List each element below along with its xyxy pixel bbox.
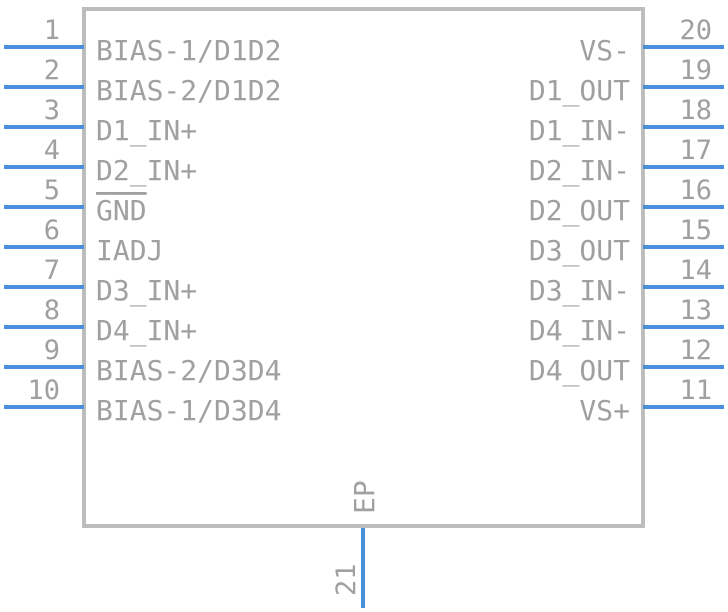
pin-number-9: 9 (44, 335, 60, 366)
pin-number-5: 5 (44, 175, 60, 206)
pin-number-13: 13 (679, 295, 712, 326)
pin-number-16: 16 (679, 175, 712, 206)
pin-number-6: 6 (44, 215, 60, 246)
pin-label-d1-out: D1_OUT (529, 74, 630, 108)
pin-number-15: 15 (679, 215, 712, 246)
pin-number-7: 7 (44, 255, 60, 286)
pin-number-8: 8 (44, 295, 60, 326)
pin-number-19: 19 (679, 55, 712, 86)
pin-number-14: 14 (679, 255, 712, 286)
ic-body (82, 7, 645, 528)
pin-label-bias-1-d3d4: BIAS-1/D3D4 (96, 394, 281, 427)
pin-label-d4-out: D4_OUT (529, 354, 630, 388)
pin-number-20: 20 (679, 15, 712, 46)
pin-label-d2-in: D2_IN+ (96, 154, 197, 188)
pin-number-10: 10 (27, 375, 60, 406)
pin-number-17: 17 (679, 135, 712, 166)
pin-number-3: 3 (44, 95, 60, 126)
pin-label-d1-in: D1_IN+ (96, 114, 197, 148)
pin-label-d3-out: D3_OUT (529, 234, 630, 268)
pin-label-bias-1-d1d2: BIAS-1/D1D2 (96, 34, 281, 67)
pin-label-d3-in: D3_IN+ (96, 274, 197, 308)
pin-label-vs: VS- (579, 34, 630, 67)
pin-label-d2-out: D2_OUT (529, 194, 630, 228)
pin-number-11: 11 (679, 375, 712, 406)
pin-label-d1-in: D1_IN- (529, 114, 630, 148)
pin-number-4: 4 (44, 135, 60, 166)
pin-label-iadj: IADJ (96, 234, 163, 267)
pin-number-12: 12 (679, 335, 712, 366)
pin-label-d4-in: D4_IN- (529, 314, 630, 348)
pin-label-bias-2-d3d4: BIAS-2/D3D4 (96, 354, 281, 387)
bottom-pin-group: EP 21 (331, 480, 381, 608)
pin-label-d3-in: D3_IN- (529, 274, 630, 308)
pin-label-bias-2-d1d2: BIAS-2/D1D2 (96, 74, 281, 107)
pin-label-vs: VS+ (579, 394, 630, 427)
pin-label-ep: EP (348, 480, 381, 514)
pin-label-d4-in: D4_IN+ (96, 314, 197, 348)
pin-label-d2-in: D2_IN- (529, 154, 630, 188)
pin-label-gnd: GND (96, 194, 147, 227)
pin-number-2: 2 (44, 55, 60, 86)
pin-number-21: 21 (331, 563, 362, 596)
pin-number-18: 18 (679, 95, 712, 126)
pin-number-1: 1 (44, 15, 60, 46)
